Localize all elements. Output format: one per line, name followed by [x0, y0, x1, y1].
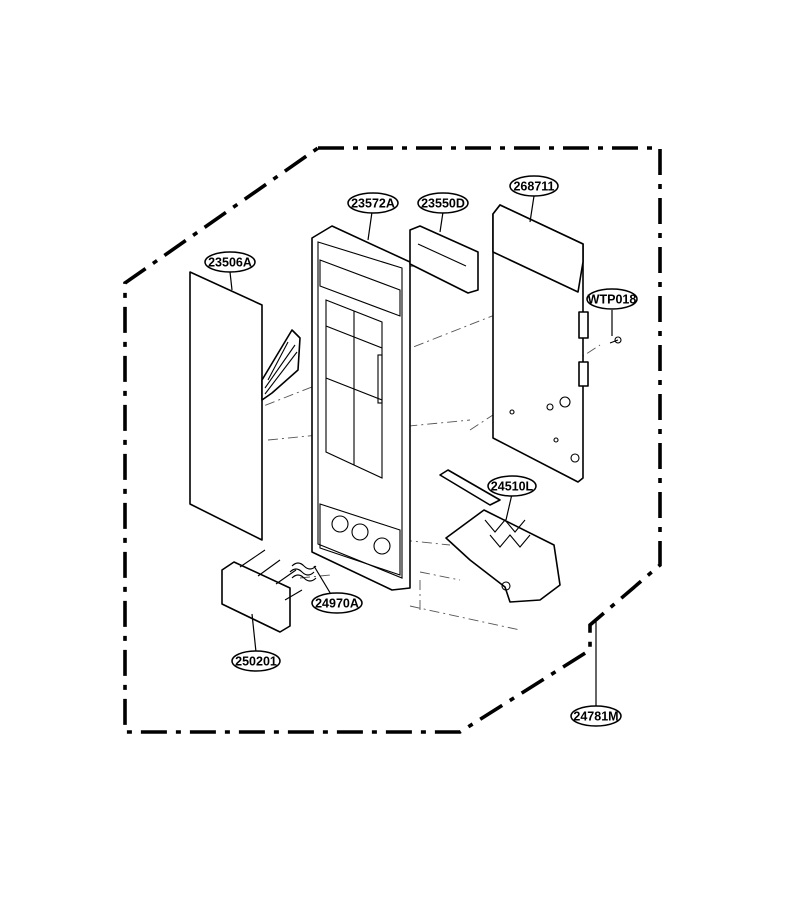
callout-spring: 24970A: [311, 592, 363, 614]
leader-lines: [229, 195, 613, 708]
callout-door-latch-lever: 24510L: [487, 475, 537, 497]
callout-control-panel-frame: 23572A: [347, 192, 399, 214]
pcb-assembly-part: [492, 204, 589, 483]
callout-membrane-switch: 23506A: [204, 251, 256, 273]
screw-part: [609, 336, 622, 344]
control-panel-frame-part: [311, 225, 411, 591]
callout-label: 23506A: [208, 256, 252, 270]
callout-display-window: 23550D: [417, 192, 469, 214]
callout-label: 24970A: [315, 597, 359, 611]
callout-control-panel-assembly: 24781M: [570, 705, 622, 727]
callout-label: 24781M: [573, 710, 618, 724]
callout-label: 268711: [513, 180, 554, 194]
spring-part: [289, 562, 317, 582]
push-button-part: [221, 549, 303, 633]
callout-label: WTP018: [588, 293, 637, 307]
membrane-switch-part: [189, 271, 301, 541]
door-latch-lever-part: [439, 469, 561, 603]
display-window-part: [409, 225, 479, 294]
callout-label: 250201: [235, 655, 277, 669]
callout-pcb-assembly: 268711: [509, 175, 559, 197]
callout-push-button: 250201: [231, 650, 281, 672]
callout-screw: WTP018: [586, 288, 638, 310]
callout-label: 23572A: [351, 197, 395, 211]
callout-label: 23550D: [421, 197, 465, 211]
callout-label: 24510L: [491, 480, 534, 494]
assembly-boundary: [123, 146, 662, 734]
